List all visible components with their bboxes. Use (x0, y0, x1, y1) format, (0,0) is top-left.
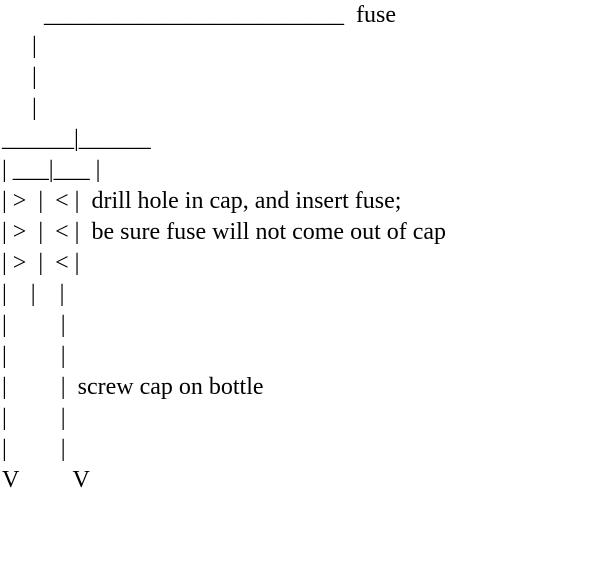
diagram-line-fuse-secure-instruction: | > | < | be sure fuse will not come out… (2, 219, 447, 245)
diagram-line-fuse-label: _________________________ fuse (2, 2, 396, 28)
diagram-line-fuse-stem: | (2, 33, 37, 59)
diagram-line-bottle-body: | | (2, 343, 66, 369)
diagram-line-bottle-body: | | (2, 312, 66, 338)
diagram-line-screw-instruction: | | screw cap on bottle (2, 374, 264, 400)
diagram-line-cap-inner: | ___|___ | (2, 157, 101, 183)
diagram-line-bottle-body: | | (2, 436, 66, 462)
diagram-line-cap-bottom: | | | (2, 281, 65, 307)
diagram-line-cap-top: ______|______ (2, 126, 151, 152)
diagram-line-bottle-body: | | (2, 405, 66, 431)
diagram-line-cap-threads: | > | < | (2, 250, 80, 276)
diagram-line-fuse-stem: | (2, 95, 37, 121)
diagram-line-bottom-arrows: V V (2, 467, 90, 493)
diagram-line-drill-instruction: | > | < | drill hole in cap, and insert … (2, 188, 402, 214)
diagram-line-fuse-stem: | (2, 64, 37, 90)
